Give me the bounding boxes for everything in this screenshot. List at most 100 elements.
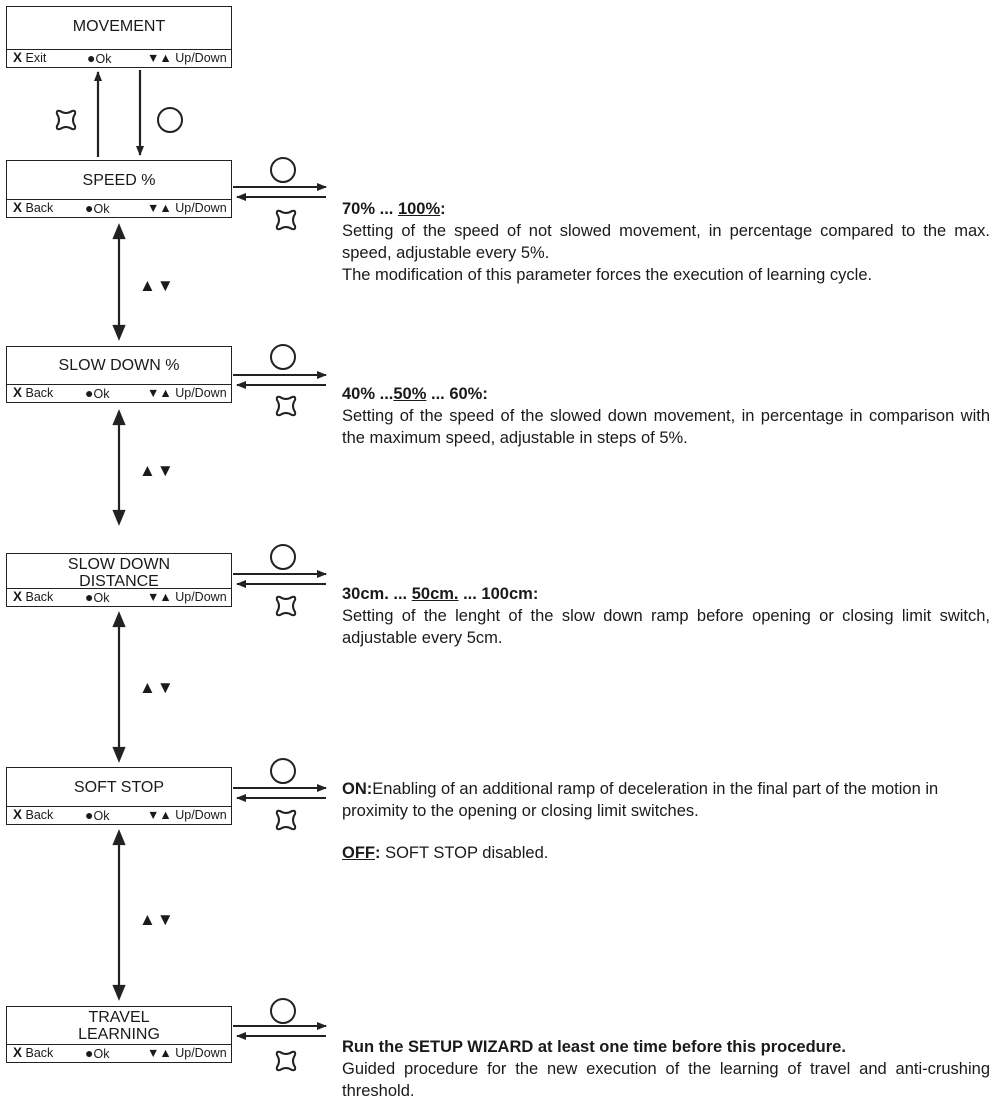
heading-default: 100%: [397, 200, 441, 218]
exit-label: Exit: [25, 51, 47, 65]
on-label: ON:: [342, 780, 373, 798]
cross-icon: [275, 1050, 297, 1072]
speed-arrow-pair: [233, 187, 326, 197]
menu-box-travel-learning[interactable]: TRAVEL LEARNING X Back ●Ok ▼▲ Up/Down: [6, 1006, 232, 1063]
circle-icon: [270, 157, 296, 183]
updown-symbol: ▲▼: [139, 910, 175, 929]
learning-arrow-pair: [233, 1026, 326, 1036]
menu-box-speed[interactable]: SPEED % X Back ●Ok ▼▲ Up/Down: [6, 160, 232, 218]
distance-arrow-pair: [233, 574, 326, 584]
ok-label: Ok: [95, 52, 112, 66]
exit-key-icon: X: [13, 50, 23, 65]
updown-arrows-icon: ▼▲: [147, 386, 172, 400]
menu-box-slow-down-distance[interactable]: SLOW DOWN DISTANCE X Back ●Ok ▼▲ Up/Down: [6, 553, 232, 607]
key-legend: X Exit ●Ok ▼▲ Up/Down: [7, 49, 231, 67]
menu-title: SLOW DOWN DISTANCE: [7, 554, 231, 590]
menu-title-line-2: DISTANCE: [79, 573, 159, 590]
softstop-description: ON:Enabling of an additional ramp of dec…: [342, 778, 990, 864]
description-text: Setting of the speed of not slowed movem…: [342, 222, 990, 262]
cross-icon: [55, 109, 77, 131]
updown-arrows-icon: ▼▲: [147, 51, 172, 65]
key-legend: X Back ●Ok ▼▲ Up/Down: [7, 806, 231, 824]
learning-description: Run the SETUP WIZARD at least one time b…: [342, 1036, 990, 1102]
menu-box-movement[interactable]: MOVEMENT X Exit ●Ok ▼▲ Up/Down: [6, 6, 232, 68]
heading-end: ... 60%:: [426, 385, 488, 403]
on-text: Enabling of an additional ramp of decele…: [342, 780, 939, 820]
updown-label: Up/Down: [175, 386, 227, 400]
heading-default: 50%: [393, 385, 427, 403]
updown-arrows-icon: ▼▲: [147, 590, 172, 604]
back-label: Back: [25, 1046, 54, 1060]
updown-label: Up/Down: [175, 590, 227, 604]
key-legend: X Back ●Ok ▼▲ Up/Down: [7, 384, 231, 402]
updown-arrows-icon: ▼▲: [147, 1046, 172, 1060]
ok-dot-icon: ●: [85, 1045, 94, 1061]
ok-label: Ok: [93, 387, 110, 401]
off-text: SOFT STOP disabled.: [380, 844, 549, 862]
back-label: Back: [25, 201, 54, 215]
back-label: Back: [25, 386, 54, 400]
learning-heading: Run the SETUP WIZARD at least one time b…: [342, 1038, 846, 1056]
distance-description: 30cm. ... 50cm. ... 100cm: Setting of th…: [342, 583, 990, 649]
back-key-icon: X: [13, 807, 23, 822]
slowdown-description: 40% ...50% ... 60%: Setting of the speed…: [342, 383, 990, 449]
menu-title: MOVEMENT: [72, 18, 166, 35]
back-label: Back: [25, 808, 54, 822]
updown-arrows-icon: ▼▲: [147, 808, 172, 822]
description-text: Setting of the speed of the slowed down …: [342, 407, 990, 447]
back-key-icon: X: [13, 1045, 23, 1060]
circle-icon: [157, 107, 183, 133]
softstop-arrow-pair: [233, 788, 326, 798]
updown-symbol: ▲▼: [139, 678, 175, 697]
updown-arrows-icon: ▼▲: [147, 201, 172, 215]
heading-end: :: [440, 200, 446, 218]
ok-dot-icon: ●: [85, 589, 94, 605]
cross-icon: [275, 809, 297, 831]
menu-box-soft-stop[interactable]: SOFT STOP X Back ●Ok ▼▲ Up/Down: [6, 767, 232, 825]
description-text: Setting of the lenght of the slow down r…: [342, 607, 990, 647]
off-colon: :: [375, 844, 381, 862]
back-label: Back: [25, 590, 54, 604]
updown-symbol: ▲▼: [139, 276, 175, 295]
back-key-icon: X: [13, 385, 23, 400]
description-note: The modification of this parameter force…: [342, 266, 873, 284]
description-text: Guided procedure for the new execution o…: [342, 1060, 990, 1100]
key-legend: X Back ●Ok ▼▲ Up/Down: [7, 1044, 231, 1062]
menu-title: TRAVEL LEARNING: [7, 1007, 231, 1043]
ok-label: Ok: [93, 202, 110, 216]
key-legend: X Back ●Ok ▼▲ Up/Down: [7, 588, 231, 606]
back-key-icon: X: [13, 200, 23, 215]
ok-label: Ok: [93, 809, 110, 823]
updown-label: Up/Down: [175, 201, 227, 215]
heading-range: 70% ...: [342, 200, 398, 218]
menu-title-line-1: TRAVEL: [88, 1009, 150, 1026]
menu-title-line-2: LEARNING: [78, 1026, 160, 1043]
off-label: OFF: [342, 844, 375, 862]
ok-dot-icon: ●: [85, 200, 94, 216]
menu-box-slow-down[interactable]: SLOW DOWN % X Back ●Ok ▼▲ Up/Down: [6, 346, 232, 403]
key-legend: X Back ●Ok ▼▲ Up/Down: [7, 199, 231, 217]
heading-range: 30cm. ...: [342, 585, 412, 603]
heading-range: 40% ...: [342, 385, 394, 403]
ok-label: Ok: [93, 1047, 110, 1061]
updown-label: Up/Down: [175, 808, 227, 822]
ok-dot-icon: ●: [85, 807, 94, 823]
speed-description: 70% ... 100%: Setting of the speed of no…: [342, 198, 990, 286]
heading-default: 50cm.: [411, 585, 459, 603]
circle-icon: [270, 998, 296, 1024]
updown-symbol: ▲▼: [139, 461, 175, 480]
circle-icon: [270, 344, 296, 370]
menu-title: SPEED %: [82, 172, 156, 189]
ok-dot-icon: ●: [85, 385, 94, 401]
heading-end: ... 100cm:: [458, 585, 539, 603]
ok-label: Ok: [93, 591, 110, 605]
updown-label: Up/Down: [175, 1046, 227, 1060]
cross-icon: [275, 395, 297, 417]
cross-icon: [275, 595, 297, 617]
circle-icon: [270, 544, 296, 570]
menu-title: SOFT STOP: [73, 779, 165, 796]
menu-title-line-1: SLOW DOWN: [67, 556, 171, 573]
circle-icon: [270, 758, 296, 784]
cross-icon: [275, 209, 297, 231]
slowdown-arrow-pair: [233, 375, 326, 385]
